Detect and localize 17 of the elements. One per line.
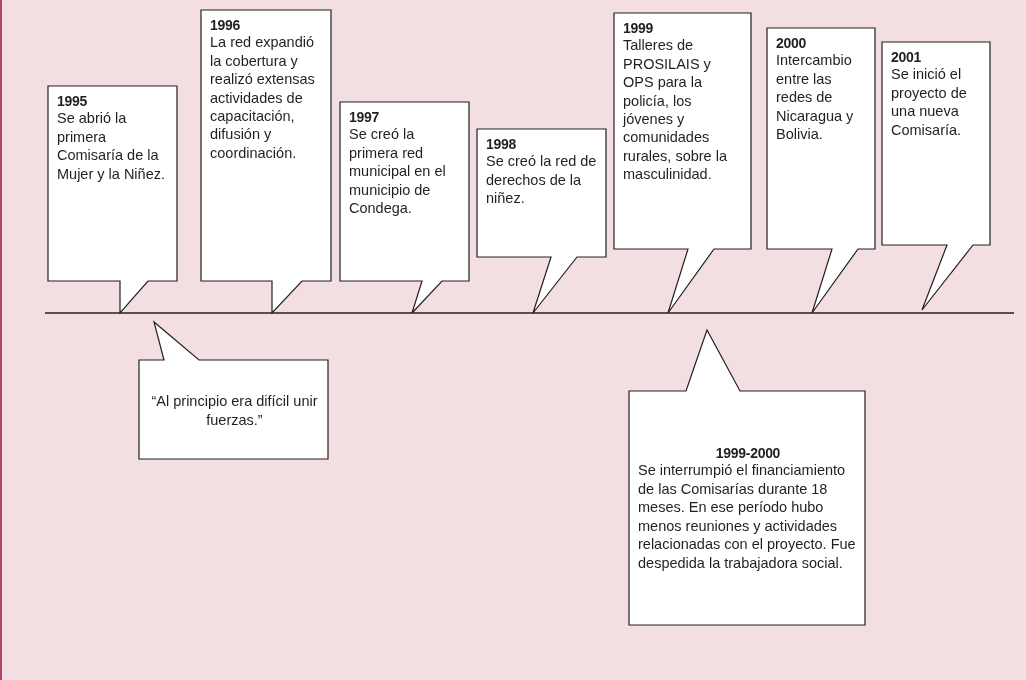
- quote-text: “Al principio era difícil unir fuerzas.”: [150, 392, 319, 429]
- event-description: Se creó la red de derechos de la niñez.: [486, 152, 598, 208]
- event-description: La red expandió la cobertura y realizó extensas actividades de capacitación, difusión y coordinación.: [210, 33, 316, 163]
- year-heading: 1998: [486, 137, 517, 153]
- year-heading: 1997: [349, 110, 380, 126]
- event-description: Se inició el proyecto de una nueva Comisaría.: [891, 65, 968, 139]
- event-description: Se creó la primera red municipal en el municipio de Condega.: [349, 125, 447, 218]
- year-heading: 2000: [776, 36, 807, 52]
- year-heading: 1999-2000: [714, 446, 782, 462]
- event-description: Se interrumpió el financiamiento de las Comisarías durante 18 meses. En ese período hubo menos reuniones y actividades relacionadas con el proyecto. Fue despedida la trabajadora social.: [638, 461, 857, 572]
- year-heading: 1995: [57, 94, 88, 110]
- year-heading: 1999: [623, 21, 654, 37]
- year-heading: 1996: [210, 18, 241, 34]
- year-heading: 2001: [891, 50, 922, 66]
- event-description: Talleres de PROSILAIS y OPS para la policía, los jóvenes y comunidades rurales, sobre la masculinidad.: [623, 36, 728, 184]
- event-description: Intercambio entre las redes de Nicaragua y Bolivia.: [776, 51, 855, 144]
- event-description: Se abrió la primera Comisaría de la Mujer y la Niñez.: [57, 109, 166, 183]
